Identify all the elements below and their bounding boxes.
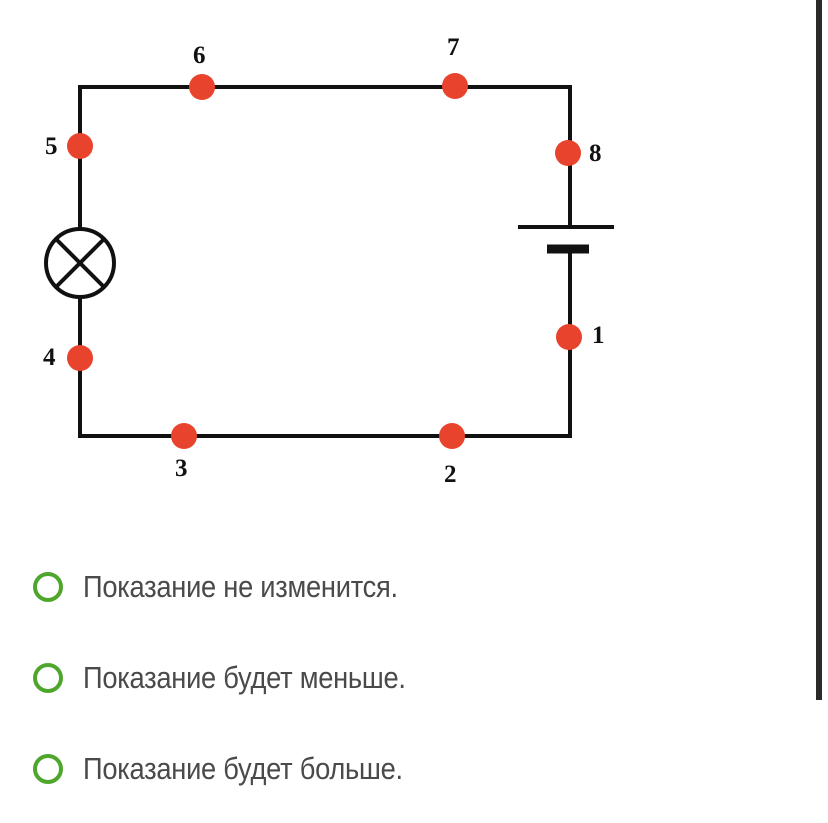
answer-options: Показание не изменится. Показание будет … xyxy=(33,566,793,790)
point-label-8: 8 xyxy=(589,140,602,167)
point-label-6: 6 xyxy=(193,42,206,69)
point-labels: 1 2 3 4 5 6 7 8 xyxy=(43,34,605,488)
circuit-diagram: 1 2 3 4 5 6 7 8 xyxy=(43,34,614,488)
answer-option[interactable]: Показание не изменится. xyxy=(33,566,793,608)
answer-option-label: Показание будет меньше. xyxy=(83,660,406,695)
point-label-2: 2 xyxy=(444,461,457,488)
point-8[interactable] xyxy=(555,140,581,166)
scrollbar[interactable] xyxy=(816,0,822,700)
answer-option[interactable]: Показание будет больше. xyxy=(33,748,793,790)
point-6[interactable] xyxy=(189,74,215,100)
answer-option-label: Показание не изменится. xyxy=(83,569,398,604)
battery-icon xyxy=(518,225,614,254)
point-5[interactable] xyxy=(67,133,93,159)
point-label-7: 7 xyxy=(447,34,460,61)
lamp-icon xyxy=(44,227,116,299)
point-label-5: 5 xyxy=(45,133,58,160)
answer-option[interactable]: Показание будет меньше. xyxy=(33,657,793,699)
point-1[interactable] xyxy=(556,324,582,350)
radio-button[interactable] xyxy=(33,572,63,602)
point-3[interactable] xyxy=(171,423,197,449)
point-label-3: 3 xyxy=(175,455,188,482)
radio-button[interactable] xyxy=(33,663,63,693)
point-label-1: 1 xyxy=(592,322,605,349)
answer-option-label: Показание будет больше. xyxy=(83,751,403,786)
point-2[interactable] xyxy=(439,423,465,449)
point-7[interactable] xyxy=(442,73,468,99)
radio-button[interactable] xyxy=(33,754,63,784)
point-label-4: 4 xyxy=(43,344,56,371)
point-4[interactable] xyxy=(67,345,93,371)
circuit-points xyxy=(67,73,582,449)
circuit-wires xyxy=(78,85,572,438)
